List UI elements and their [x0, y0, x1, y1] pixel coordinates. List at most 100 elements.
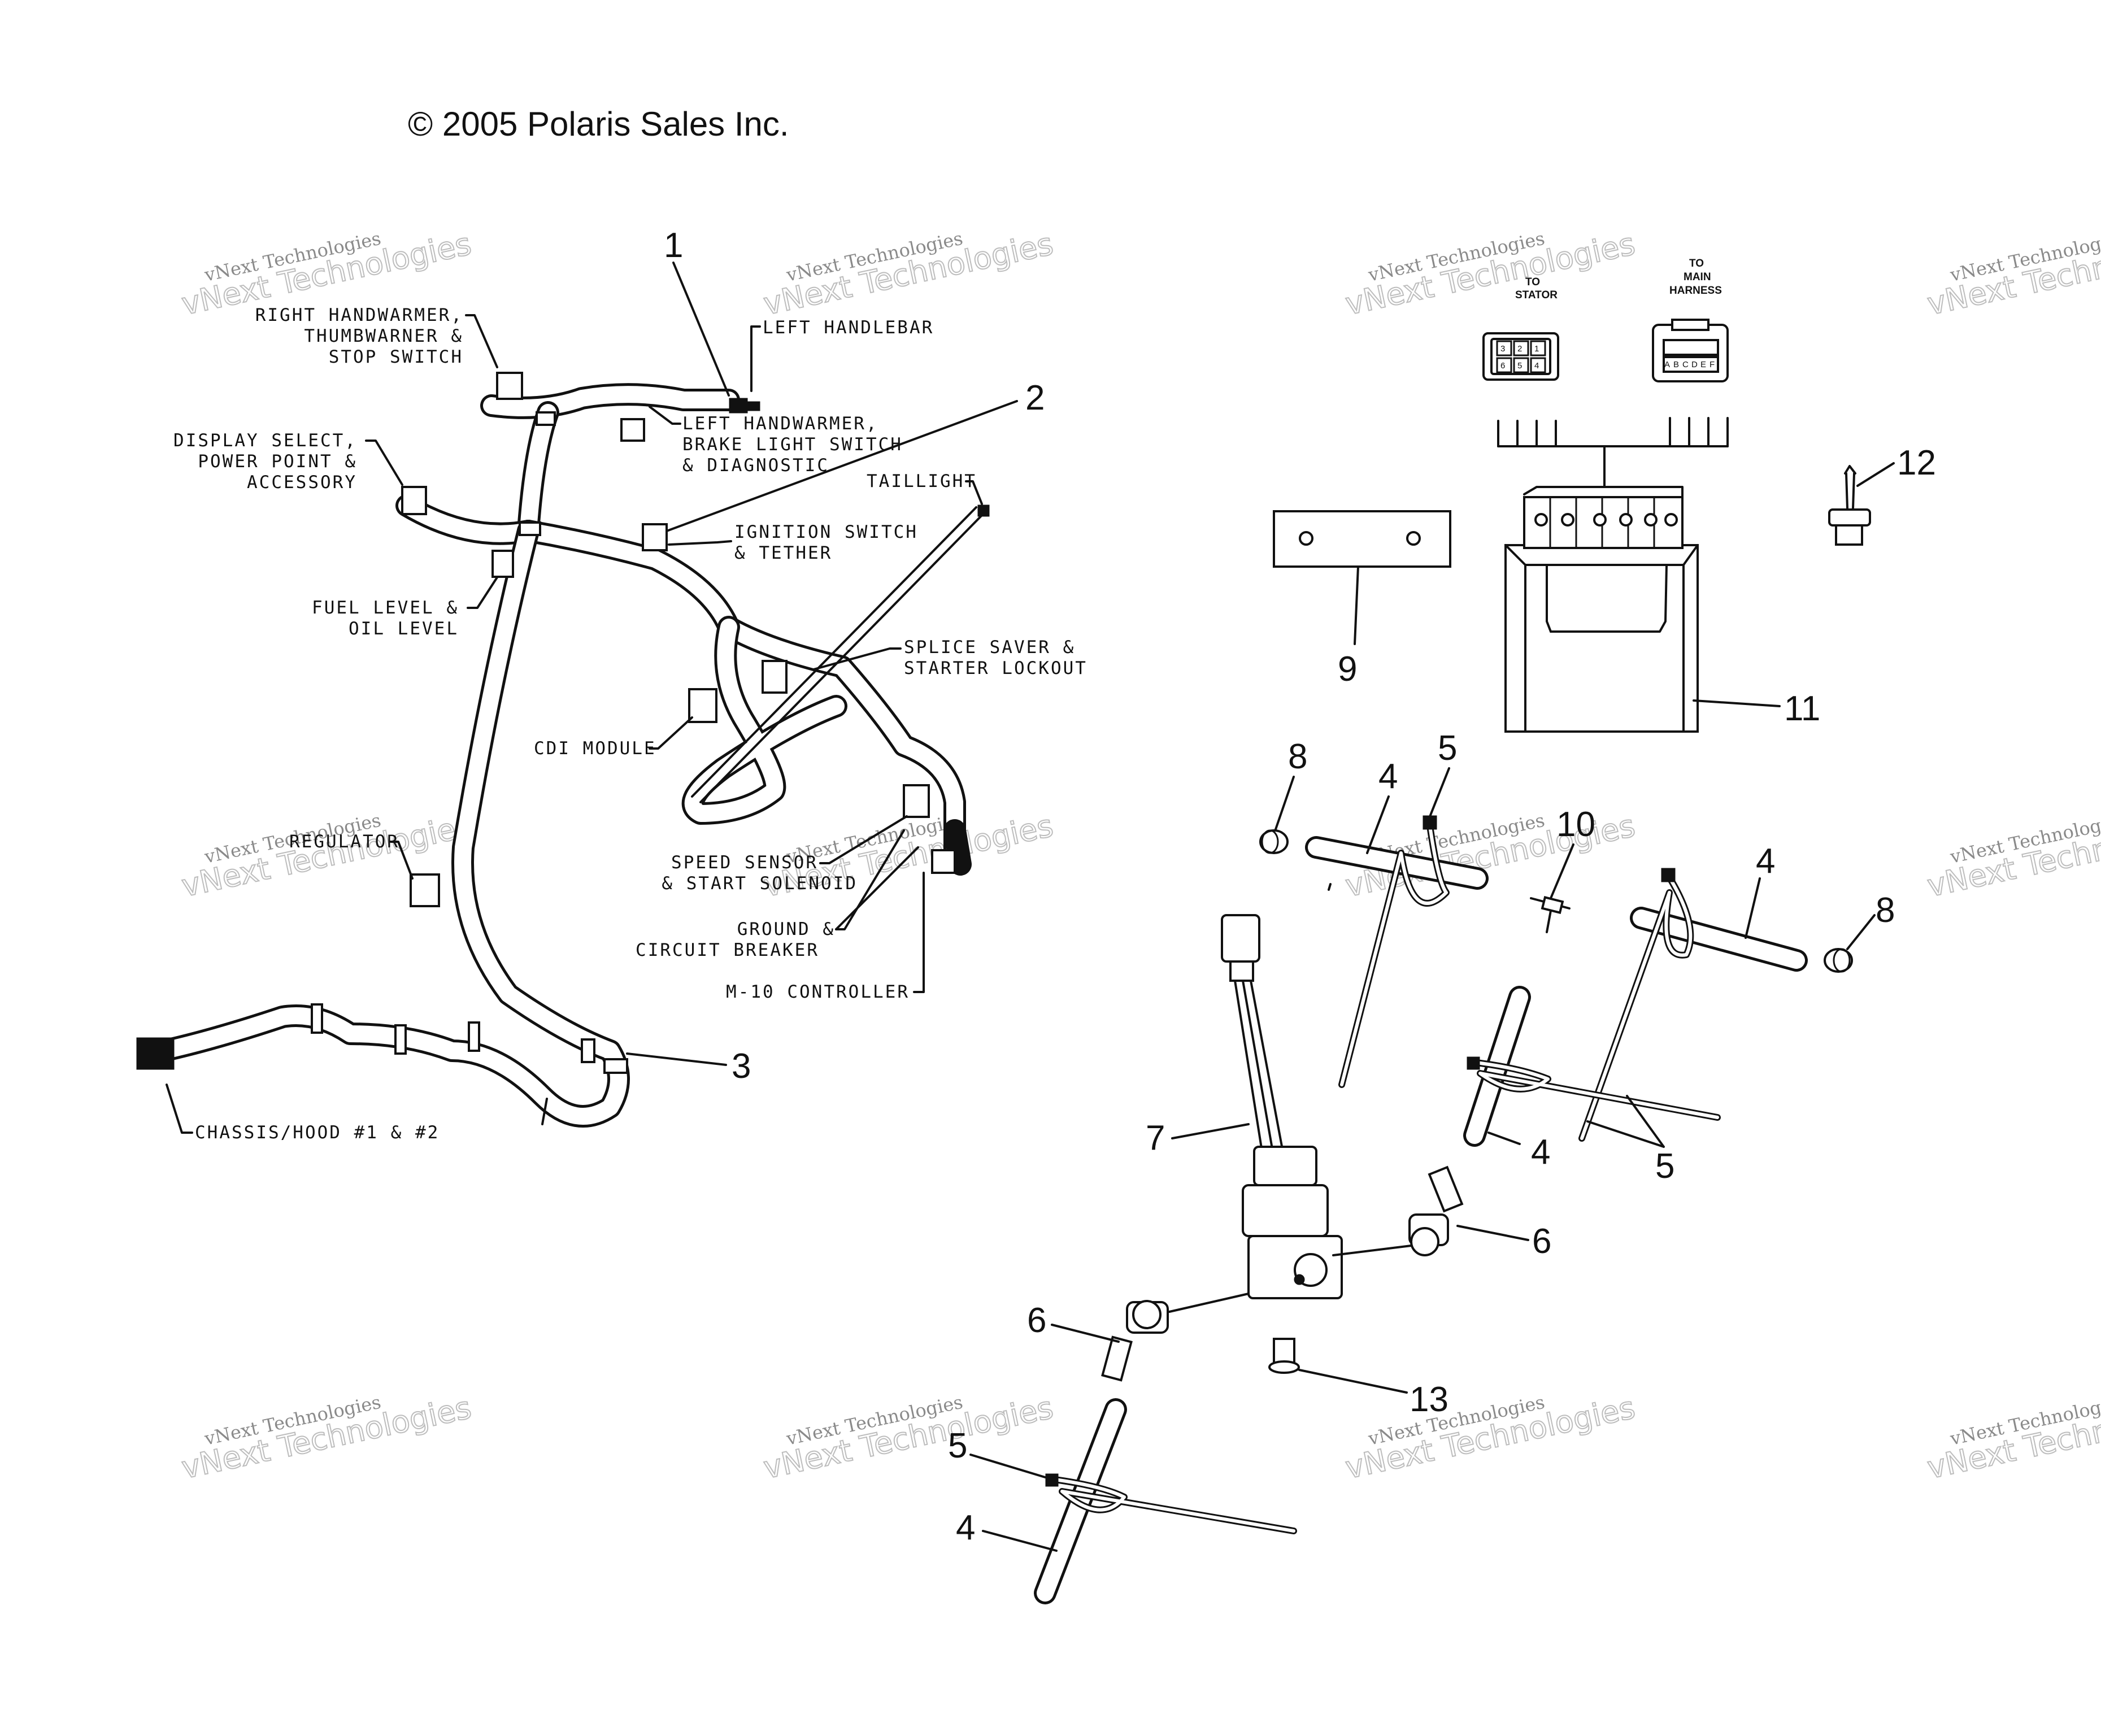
- harness-clamp: [311, 1003, 323, 1034]
- label-ground: GROUND &: [737, 919, 835, 939]
- label-to-stator: STATOR: [1515, 289, 1558, 301]
- label-to-main-harness: TO: [1689, 258, 1704, 269]
- callout-5a: 5: [1438, 729, 1457, 768]
- main-harness-connector-face: A B C D E F: [1652, 319, 1729, 382]
- callout-2: 2: [1025, 378, 1045, 417]
- main-pin: F: [1709, 360, 1715, 369]
- part-12-rivet: 12: [1828, 443, 1936, 546]
- part-6-fittings: 6 6: [1027, 1165, 1551, 1382]
- watermark: vNext Technologies vNext Technologies: [1924, 225, 2101, 323]
- part-8-caps: 8 8: [1259, 737, 1895, 973]
- part-13-fastener: 13: [1268, 1338, 1448, 1419]
- watermark: vNext Technologies vNext Technologies: [1924, 807, 2101, 904]
- part-10-splice: 10: [1530, 805, 1595, 933]
- connector: [620, 418, 645, 442]
- connector: [762, 660, 788, 694]
- label-to-main-harness: HARNESS: [1669, 285, 1722, 297]
- label-regulator: REGULATOR: [289, 832, 399, 852]
- label-display-select: POWER POINT &: [198, 451, 357, 472]
- connector: [931, 849, 956, 874]
- label-cdi-module: CDI MODULE: [534, 738, 656, 759]
- label-to-stator: TO: [1525, 276, 1540, 288]
- callout-11: 11: [1784, 689, 1820, 728]
- callout-10: 10: [1556, 805, 1595, 844]
- label-left-handlebar: LEFT HANDLEBAR: [763, 317, 934, 338]
- label-right-handwarmer: THUMBWARNER &: [304, 326, 463, 346]
- label-taillight: TAILLIGHT: [867, 471, 977, 491]
- stator-pin: 1: [1534, 344, 1539, 354]
- callout-8b: 8: [1876, 891, 1895, 930]
- connector: [903, 784, 930, 818]
- label-ignition-switch: & TETHER: [734, 543, 832, 563]
- connector: [136, 1037, 175, 1070]
- label-left-handwarmer: BRAKE LIGHT SWITCH: [682, 434, 903, 455]
- label-display-select: DISPLAY SELECT,: [173, 430, 357, 451]
- label-splice-saver: SPLICE SAVER &: [904, 637, 1075, 658]
- main-wiring-harness: [136, 372, 990, 1128]
- harness-clamp: [468, 1021, 480, 1052]
- callout-5b: 5: [1655, 1147, 1674, 1186]
- part-7-sensor: 7: [1146, 914, 1343, 1299]
- connector: [642, 523, 668, 551]
- callout-3: 3: [732, 1047, 751, 1086]
- watermark: vNext Technologies vNext Technologies: [1342, 1389, 1639, 1486]
- callout-1: 1: [664, 226, 683, 265]
- connector: [401, 486, 427, 515]
- main-pin: D: [1691, 360, 1698, 369]
- callout-13: 13: [1410, 1380, 1448, 1419]
- connector-pinouts: TO STATOR TO MAIN HARNESS 3 2 1 6 5 4: [1482, 258, 1729, 488]
- label-fuel-level: FUEL LEVEL &: [312, 598, 459, 618]
- callout-9: 9: [1338, 650, 1357, 689]
- label-fuel-level: OIL LEVEL: [349, 619, 459, 639]
- callout-5c: 5: [948, 1426, 967, 1465]
- callout-4c: 4: [1531, 1133, 1550, 1172]
- connector: [688, 688, 717, 723]
- label-ground: CIRCUIT BREAKER: [636, 940, 819, 960]
- label-speed-sensor: & START SOLENOID: [662, 873, 858, 894]
- part-9-bracket: 9: [1273, 510, 1451, 689]
- harness-labels: LEFT HANDLEBAR RIGHT HANDWARMER, THUMBWA…: [166, 305, 1088, 1143]
- harness-callouts: 1 2 3: [626, 226, 1045, 1086]
- label-m10-controller: M-10 CONTROLLER: [726, 982, 910, 1002]
- callout-4a: 4: [1378, 757, 1398, 796]
- label-chassis-hood: CHASSIS/HOOD #1 & #2: [195, 1122, 440, 1143]
- label-ignition-switch: IGNITION SWITCH: [734, 522, 918, 542]
- label-splice-saver: STARTER LOCKOUT: [904, 658, 1088, 678]
- connector: [729, 398, 748, 414]
- callout-6b: 6: [1027, 1301, 1046, 1340]
- watermark: vNext Technologies vNext Technologies: [760, 225, 1057, 323]
- stator-pin: 3: [1500, 344, 1505, 354]
- harness-clamp: [519, 521, 541, 536]
- part-11-module: 11: [1504, 486, 1820, 733]
- label-right-handwarmer: STOP SWITCH: [329, 347, 463, 367]
- label-left-handwarmer: LEFT HANDWARMER,: [682, 414, 878, 434]
- harness-clamp: [603, 1058, 628, 1074]
- harness-clamp: [536, 411, 556, 426]
- stator-pin: 2: [1517, 344, 1522, 354]
- callout-12: 12: [1897, 443, 1936, 482]
- callout-7: 7: [1146, 1119, 1165, 1158]
- stator-pin: 4: [1534, 361, 1539, 371]
- main-pin: C: [1682, 360, 1689, 369]
- watermark: vNext Technologies vNext Technologies: [1924, 1389, 2101, 1486]
- stator-pin: 6: [1500, 361, 1505, 371]
- label-left-handwarmer: & DIAGNOSTIC: [682, 455, 829, 476]
- callout-4d: 4: [956, 1508, 975, 1547]
- tubes-and-ties: 4 5 4 4 5 5 4: [948, 729, 1808, 1604]
- callout-8a: 8: [1288, 737, 1307, 776]
- callout-6a: 6: [1532, 1222, 1551, 1261]
- harness-clamp: [394, 1024, 407, 1055]
- stator-connector-face: 3 2 1 6 5 4: [1482, 332, 1559, 381]
- main-pin: E: [1700, 360, 1706, 369]
- connector: [496, 372, 523, 400]
- harness-clamp: [581, 1038, 595, 1063]
- watermark: vNext Technologies vNext Technologies: [1342, 225, 1639, 323]
- callout-4b: 4: [1756, 842, 1775, 881]
- copyright-notice: © 2005 Polaris Sales Inc.: [408, 105, 789, 143]
- connector: [410, 873, 440, 907]
- label-display-select: ACCESSORY: [247, 472, 357, 493]
- connector: [746, 401, 760, 411]
- taillight-connector: [977, 504, 990, 517]
- watermark: vNext Technologies vNext Technologies: [760, 1389, 1057, 1486]
